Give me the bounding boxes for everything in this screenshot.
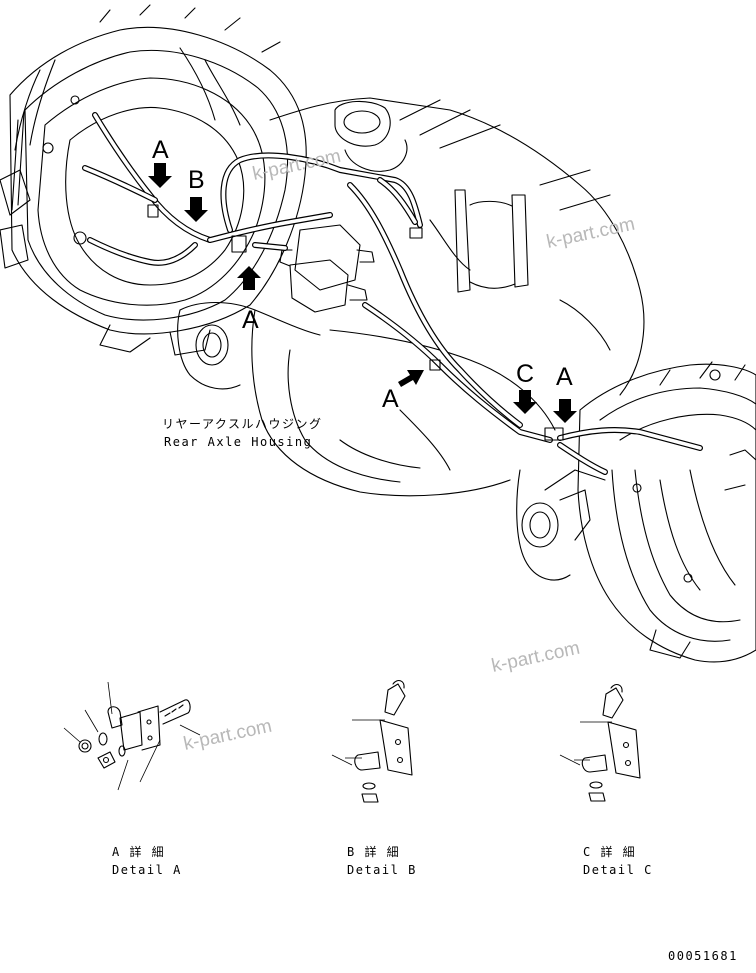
down-arrow-icon (513, 390, 537, 414)
callout-letter-c: C (516, 360, 534, 388)
callout-a-under-bracket: A (237, 266, 261, 334)
down-arrow-icon (148, 163, 172, 188)
left-wheel-hub (0, 4, 307, 356)
callout-c: C (513, 360, 537, 414)
down-arrow-icon (184, 197, 208, 222)
callout-a-top-left: A (148, 136, 172, 188)
right-wheel-hub (516, 361, 756, 663)
detail-b-caption-en: Detail B (347, 863, 417, 877)
detail-c-caption-en: Detail C (583, 863, 653, 877)
housing-label-en: Rear Axle Housing (164, 435, 312, 449)
detail-c-caption-jp: C 詳 細 (583, 844, 636, 859)
housing-label-jp: リヤーアクスルハウジング (162, 417, 323, 431)
drawing-number: 00051681 (668, 949, 738, 963)
axle-housing (177, 97, 645, 497)
diagonal-arrow-icon (398, 370, 424, 387)
callout-letter-a: A (242, 306, 259, 334)
callout-a-right: A (553, 363, 577, 423)
up-arrow-icon (237, 266, 261, 290)
watermark: k-part.com (251, 146, 343, 185)
callout-a-middle: A (382, 370, 424, 413)
callout-b: B (184, 166, 208, 222)
detail-a-caption-jp: A 詳 細 (112, 844, 165, 859)
watermark: k-part.com (545, 214, 637, 253)
detail-a-caption-en: Detail A (112, 863, 182, 877)
detail-b-drawing (331, 679, 413, 803)
down-arrow-icon (553, 399, 577, 423)
callout-letter-b: B (188, 166, 205, 194)
brake-pipes (82, 112, 703, 475)
detail-a-drawing (63, 681, 201, 791)
callout-letter-a: A (556, 363, 573, 391)
watermark: k-part.com (182, 716, 274, 755)
watermark: k-part.com (490, 638, 582, 677)
callout-letter-a: A (382, 385, 399, 413)
detail-c-drawing (559, 683, 641, 802)
detail-b-caption-jp: B 詳 細 (347, 844, 400, 859)
callout-letter-a: A (152, 136, 169, 164)
